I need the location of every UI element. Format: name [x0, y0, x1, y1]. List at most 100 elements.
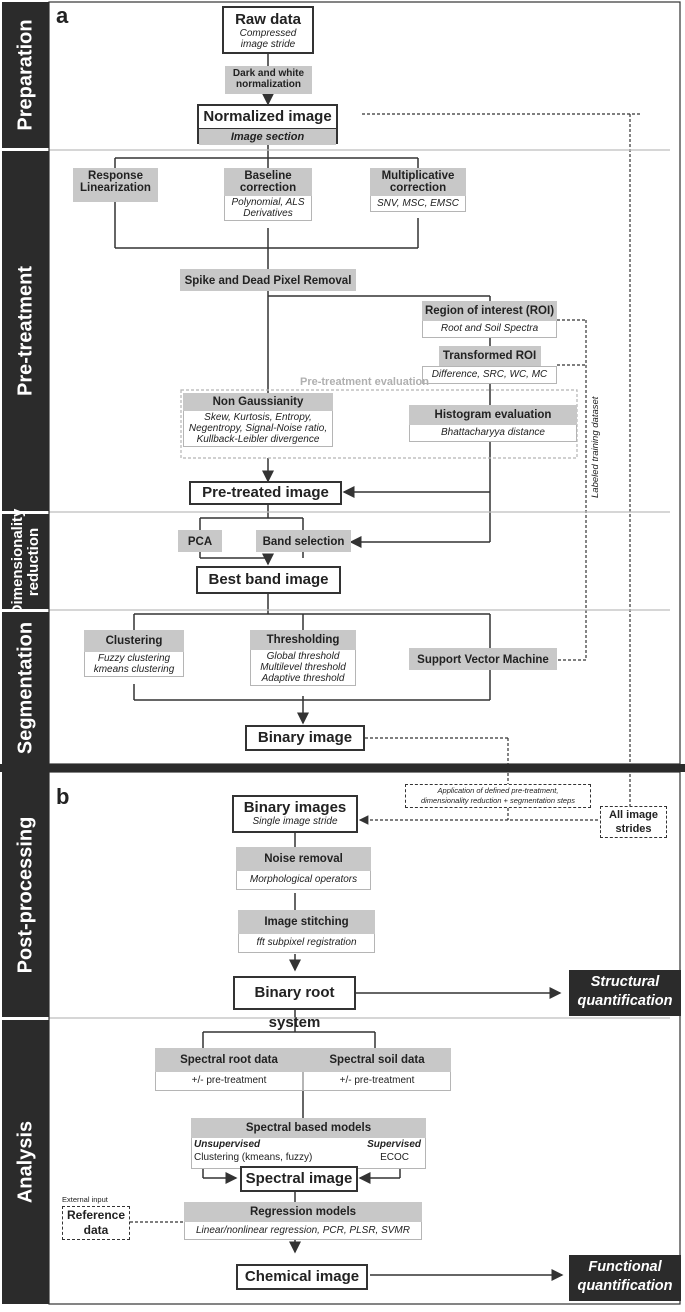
baseline-line: Baseline	[244, 170, 292, 182]
ng-methods: Skew, Kurtosis, Entropy, Negentropy, Sig…	[183, 411, 333, 447]
ng-sub: Kullback-Leibler divergence	[196, 434, 320, 445]
thresholding-box: Thresholding Global threshold Multilevel…	[250, 630, 356, 696]
section-label: Pre-treatment	[14, 265, 36, 397]
noise-sub: Morphological operators	[236, 871, 371, 890]
ng-title: Non Gaussianity	[183, 393, 333, 411]
models-title: Spectral based models	[191, 1118, 426, 1138]
section-label: Dimensionality reduction	[8, 508, 42, 615]
binary-images-title: Binary images	[243, 799, 347, 816]
mult-header: Multiplicative correction	[370, 168, 466, 196]
all-image-strides-box: All image strides	[600, 806, 667, 838]
mult-line: Multiplicative	[381, 170, 455, 182]
all-strides-line: All image	[609, 809, 658, 821]
functional-quantification-box: Functional quantification	[569, 1255, 681, 1301]
application-line: Application of defined pre-treatment,	[437, 786, 559, 795]
section-label-line: reduction	[24, 527, 42, 596]
best-band-label: Best band image	[208, 571, 329, 588]
regression-title: Regression models	[184, 1202, 422, 1222]
binary-image-label: Binary image	[257, 729, 353, 746]
histogram-evaluation-box: Histogram evaluation Bhattacharyya dista…	[409, 405, 577, 442]
raw-data-title: Raw data	[235, 11, 301, 28]
spectral-models-box: Spectral based models Unsupervised Clust…	[191, 1118, 426, 1169]
external-input-label: External input	[62, 1195, 108, 1204]
binary-images-sub: Single image stride	[252, 816, 338, 827]
panel-letter-a: a	[56, 3, 69, 28]
soil-data-sub: +/- pre-treatment	[303, 1072, 451, 1091]
band-selection-label: Band selection	[262, 536, 345, 548]
multiplicative-correction-box: Multiplicative correction SNV, MSC, EMSC	[370, 168, 466, 218]
normalization-box: Dark and white normalization	[225, 66, 312, 94]
clustering-title: Clustering	[84, 630, 184, 652]
reference-line: data	[83, 1223, 109, 1237]
root-system-label: Binary root system	[254, 984, 335, 1031]
functional-line: Functional	[588, 1259, 662, 1275]
troi-sub: Difference, SRC, WC, MC	[422, 366, 557, 384]
labeled-training-label: Labeled training dataset	[590, 396, 601, 498]
response-linearization-box: Response Linearization	[73, 168, 158, 202]
pretreated-image-box: Pre-treated image	[189, 481, 342, 505]
section-label-line: Dimensionality	[8, 508, 26, 615]
roi-box: Region of interest (ROI) Root and Soil S…	[422, 301, 557, 338]
sidebar-preparation: Preparation	[2, 2, 49, 148]
roi-title: Region of interest (ROI)	[422, 301, 557, 321]
image-section-label: Image section	[199, 129, 336, 145]
baseline-sub: Polynomial, ALS	[231, 197, 305, 208]
structural-line: Structural	[590, 974, 660, 990]
normalized-image-title: Normalized image	[199, 106, 336, 129]
baseline-line: correction	[239, 182, 297, 194]
spike-removal-box: Spike and Dead Pixel Removal	[180, 269, 356, 291]
reference-line: Reference	[66, 1208, 126, 1222]
mult-methods: SNV, MSC, EMSC	[370, 196, 466, 212]
thresholding-sub: Global threshold	[266, 651, 340, 662]
binary-image-box: Binary image	[245, 725, 365, 751]
sidebar-dimensionality: Dimensionality reduction	[2, 508, 49, 615]
troi-title: Transformed ROI	[438, 346, 541, 366]
svm-label: Support Vector Machine	[417, 654, 549, 666]
noise-title: Noise removal	[236, 847, 371, 871]
pca-label: PCA	[187, 536, 213, 548]
functional-line: quantification	[577, 1278, 673, 1294]
pretreatment-evaluation-title: Pre-treatment evaluation	[300, 376, 429, 388]
baseline-correction-box: Baseline correction Polynomial, ALS Deri…	[224, 168, 312, 228]
thresholding-methods: Global threshold Multilevel threshold Ad…	[250, 650, 356, 686]
mult-sub: SNV, MSC, EMSC	[376, 198, 460, 209]
spike-label: Spike and Dead Pixel Removal	[184, 275, 352, 287]
root-data-sub: +/- pre-treatment	[155, 1072, 303, 1091]
clustering-sub: Fuzzy clustering	[97, 653, 171, 664]
non-gaussianity-box: Non Gaussianity Skew, Kurtosis, Entropy,…	[183, 393, 333, 458]
sidebar-postprocessing: Post-processing	[2, 772, 49, 1017]
hist-title: Histogram evaluation	[409, 405, 577, 425]
regression-models-box: Regression models Linear/nonlinear regre…	[184, 1202, 422, 1240]
mult-line: correction	[389, 182, 447, 194]
models-details: Unsupervised Clustering (kmeans, fuzzy) …	[191, 1138, 426, 1169]
baseline-header: Baseline correction	[224, 168, 312, 196]
image-stitching-box: Image stitching fft subpixel registratio…	[238, 910, 375, 954]
svm-box: Support Vector Machine	[409, 648, 557, 670]
binary-root-system-box: Binary root system	[233, 976, 356, 1031]
roi-sub: Root and Soil Spectra	[422, 321, 557, 338]
stitching-title: Image stitching	[238, 910, 375, 934]
spectral-image-label: Spectral image	[245, 1170, 353, 1187]
raw-data-sub: image stride	[240, 39, 296, 50]
normalized-image-box: Normalized image Image section	[197, 104, 338, 145]
unsupervised-sub: Clustering (kmeans, fuzzy)	[194, 1152, 313, 1163]
structural-line: quantification	[577, 993, 673, 1009]
supervised-sub: ECOC	[380, 1152, 409, 1163]
baseline-sub: Derivatives	[243, 208, 293, 219]
baseline-methods: Polynomial, ALS Derivatives	[224, 196, 312, 221]
unsupervised-label: Unsupervised	[194, 1139, 261, 1150]
clustering-sub: kmeans clustering	[93, 664, 175, 675]
root-data-title: Spectral root data	[155, 1048, 303, 1072]
raw-data-box: Raw data Compressed image stride	[222, 6, 314, 54]
stitching-sub: fft subpixel registration	[238, 934, 375, 953]
response-line: Response	[88, 170, 143, 182]
transformed-roi-box: Transformed ROI Difference, SRC, WC, MC	[422, 346, 557, 384]
section-label: Preparation	[14, 19, 36, 131]
clustering-methods: Fuzzy clustering kmeans clustering	[84, 652, 184, 677]
pretreated-label: Pre-treated image	[202, 484, 329, 501]
application-note: Application of defined pre-treatment, di…	[405, 784, 591, 808]
thresholding-sub: Multilevel threshold	[260, 662, 346, 673]
thresholding-title: Thresholding	[250, 630, 356, 650]
normalization-line: normalization	[235, 79, 301, 90]
